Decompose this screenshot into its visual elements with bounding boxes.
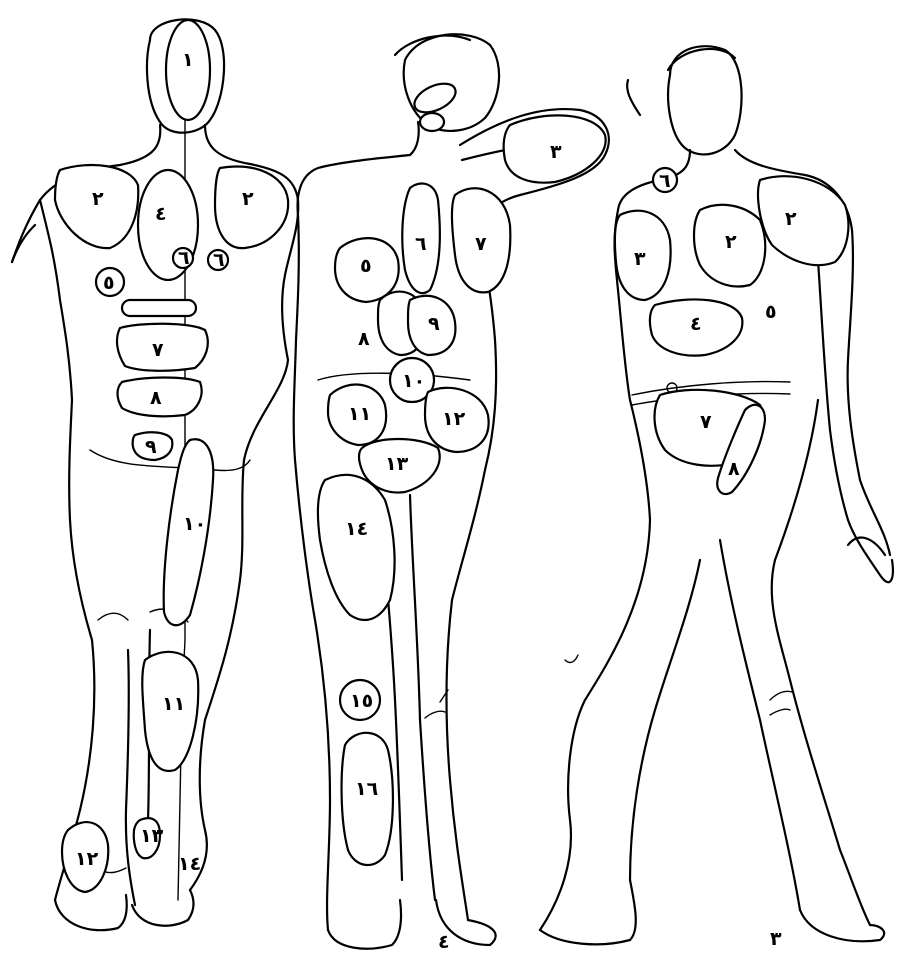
svg-text:٦: ٦ [213, 249, 225, 271]
back-zone-2-left: ٢ [55, 165, 138, 248]
front-zone-14: ١٤ [318, 475, 395, 620]
svg-text:٩: ٩ [428, 313, 440, 335]
svg-text:٧: ٧ [475, 233, 487, 255]
svg-text:٤: ٤ [155, 203, 167, 225]
svg-text:٤: ٤ [690, 313, 702, 335]
svg-text:٣: ٣ [634, 248, 646, 270]
front-zone-6: ٦ [402, 184, 440, 294]
svg-text:٢: ٢ [242, 188, 254, 210]
side-zone-6: ٦ [653, 168, 677, 192]
svg-text:٢: ٢ [92, 188, 104, 210]
front-zone-12: ١٢ [425, 388, 489, 452]
back-zone-5: ٥ [96, 268, 124, 296]
front-zone-16: ١٦ [342, 733, 393, 865]
back-figure-outline [12, 19, 298, 930]
svg-text:١٤: ١٤ [178, 853, 201, 875]
svg-text:٦: ٦ [659, 170, 671, 192]
svg-text:٦: ٦ [178, 247, 190, 269]
front-zone-11: ١١ [328, 385, 386, 445]
back-zone-1: ١ [166, 20, 210, 120]
side-zone-2-back: ٢ [758, 176, 848, 265]
svg-text:١: ١ [182, 49, 194, 71]
svg-text:٨: ٨ [150, 387, 162, 409]
svg-text:١٠: ١٠ [183, 513, 206, 535]
svg-text:١٦: ١٦ [355, 778, 378, 800]
svg-text:١٣: ١٣ [385, 453, 409, 475]
side-figure-outline: ٣ [540, 46, 893, 950]
back-view-figure: ١ ٢ ٢ ٤ ٥ ٦ ٦ ٧ [12, 19, 298, 930]
svg-text:١١: ١١ [348, 403, 371, 425]
svg-text:١٣: ١٣ [140, 825, 164, 847]
side-zone-3: ٣ [615, 211, 671, 300]
back-zone-6-a: ٦ [173, 247, 193, 269]
side-view-figure: ٣ ٢ ٢ ٣ ٤ ٥ ٦ ٧ ٨ [540, 46, 893, 950]
front-ground-mark: ٤ [438, 931, 450, 953]
back-zone-11: ١١ [142, 652, 198, 771]
svg-text:٢: ٢ [785, 208, 797, 230]
back-zone-13: ١٣ [134, 818, 164, 858]
side-zone-2-front: ٢ [694, 205, 765, 287]
svg-text:١٢: ١٢ [75, 848, 99, 870]
front-zone-7: ٧ [452, 188, 510, 292]
svg-text:٩: ٩ [145, 436, 157, 458]
svg-text:٢: ٢ [725, 231, 737, 253]
svg-text:٨: ٨ [358, 328, 370, 350]
svg-text:٦: ٦ [415, 233, 427, 255]
front-zone-5: ٥ [335, 238, 399, 302]
svg-text:٥: ٥ [103, 272, 115, 294]
back-zone-12: ١٢ [62, 822, 108, 892]
front-zone-15: ١٥ [340, 680, 380, 720]
svg-text:٣: ٣ [550, 141, 562, 163]
svg-text:١١: ١١ [162, 693, 185, 715]
back-mark-14: ١٤ [178, 853, 201, 875]
back-zone-strip [122, 300, 196, 316]
front-zone-9: ٩ [408, 296, 455, 355]
svg-text:٥: ٥ [360, 255, 372, 277]
back-zone-2-right: ٢ [215, 167, 288, 249]
svg-text:١٢: ١٢ [442, 408, 466, 430]
side-zone-5: ٥ [765, 301, 777, 323]
back-zone-7: ٧ [117, 324, 208, 371]
back-zone-9: ٩ [133, 432, 173, 460]
svg-text:١٥: ١٥ [350, 690, 373, 712]
side-ground-mark: ٣ [770, 928, 782, 950]
svg-text:١٤: ١٤ [345, 518, 368, 540]
front-view-figure: ٤ ٣ ٥ ٦ ٧ ٨ ٩ [294, 34, 609, 953]
side-zone-4: ٤ [650, 299, 743, 355]
back-zone-8: ٨ [118, 378, 202, 417]
svg-text:٨: ٨ [728, 458, 740, 480]
back-zone-6-b: ٦ [208, 249, 228, 271]
svg-text:٧: ٧ [152, 339, 164, 361]
svg-text:٧: ٧ [700, 411, 712, 433]
svg-text:٥: ٥ [765, 301, 777, 323]
front-zone-3: ٣ [504, 115, 606, 182]
svg-text:١٠: ١٠ [402, 370, 425, 392]
